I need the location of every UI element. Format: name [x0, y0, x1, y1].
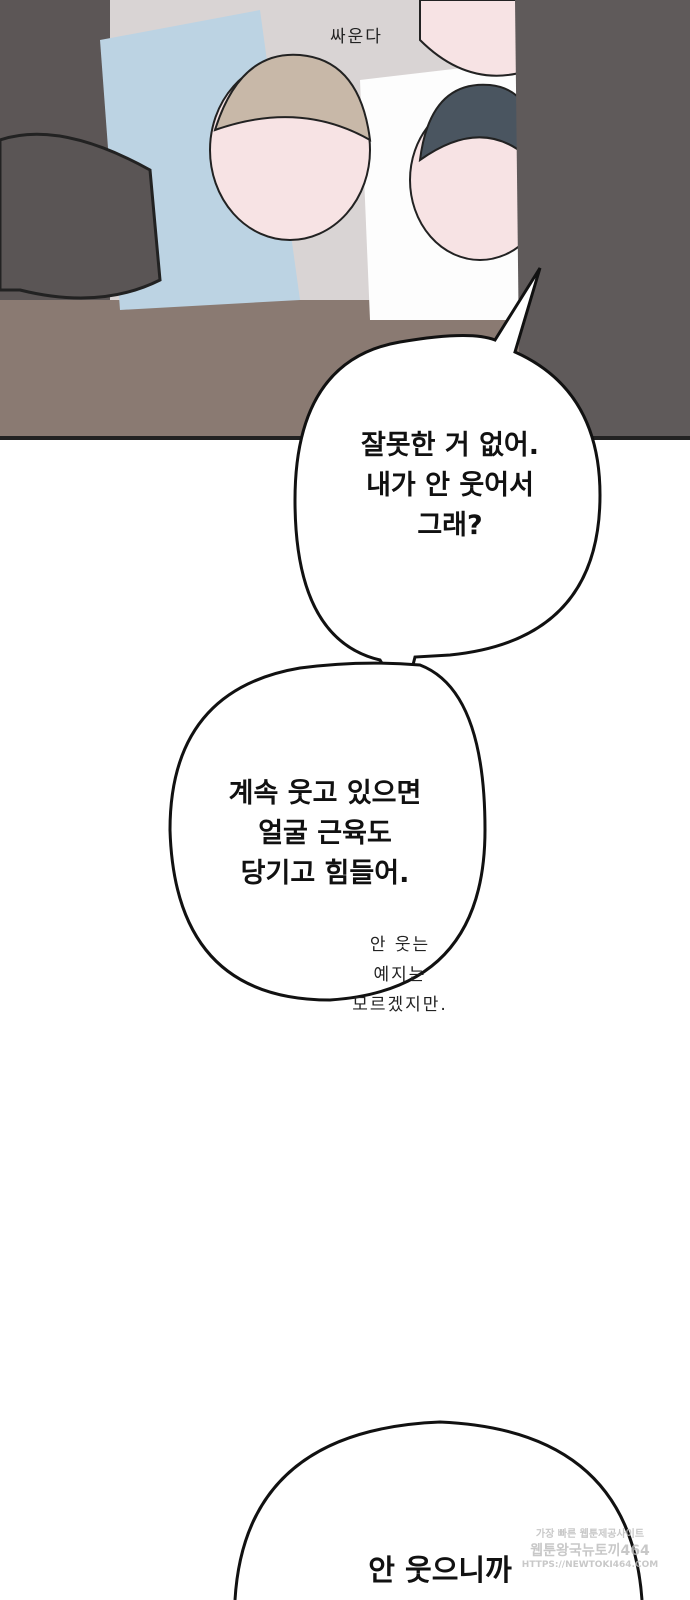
speech-bubble-1	[293, 267, 602, 704]
dark-figure-right	[515, 0, 690, 440]
watermark-line: HTTPS://NEWTOKI464.COM	[521, 1560, 659, 1570]
speech-bubble-3	[233, 1420, 644, 1600]
aside-text: 안 웃는 예지는 모르겠지만.	[340, 930, 460, 1020]
speech-line: 내가 안 웃어서	[366, 470, 534, 501]
speech-line: 안 웃으니까	[368, 1553, 512, 1587]
speech-text-3: 안 웃으니까	[290, 1550, 590, 1590]
speech-line: 당기고 힘들어.	[240, 858, 410, 889]
scene-illustration	[0, 0, 690, 440]
sfx-text: 싸운다	[330, 27, 383, 47]
watermark-line: 가장 빠른 웹툰제공사이트	[535, 1529, 645, 1540]
fist	[0, 132, 162, 300]
speech-line: 잘못한 거 없어.	[360, 430, 540, 461]
speech-line: 계속 웃고 있으면	[228, 778, 422, 809]
speech-bubble-2	[168, 661, 487, 1002]
aside-line: 모르겠지만.	[352, 995, 448, 1015]
aside-line: 예지는	[373, 965, 427, 985]
comic-panel-illustration: 싸운다	[0, 0, 690, 440]
aside-line: 안 웃는	[369, 935, 431, 955]
speech-text-1: 잘못한 거 없어. 내가 안 웃어서 그래?	[300, 426, 600, 546]
watermark-line: 웹툰왕국뉴토끼464	[530, 1543, 650, 1559]
watermark: 가장 빠른 웹툰제공사이트 웹툰왕국뉴토끼464 HTTPS://NEWTOKI…	[520, 1525, 660, 1570]
speech-line: 그래?	[417, 510, 483, 541]
speech-text-2: 계속 웃고 있으면 얼굴 근육도 당기고 힘들어.	[175, 774, 475, 894]
speech-line: 얼굴 근육도	[258, 818, 392, 849]
